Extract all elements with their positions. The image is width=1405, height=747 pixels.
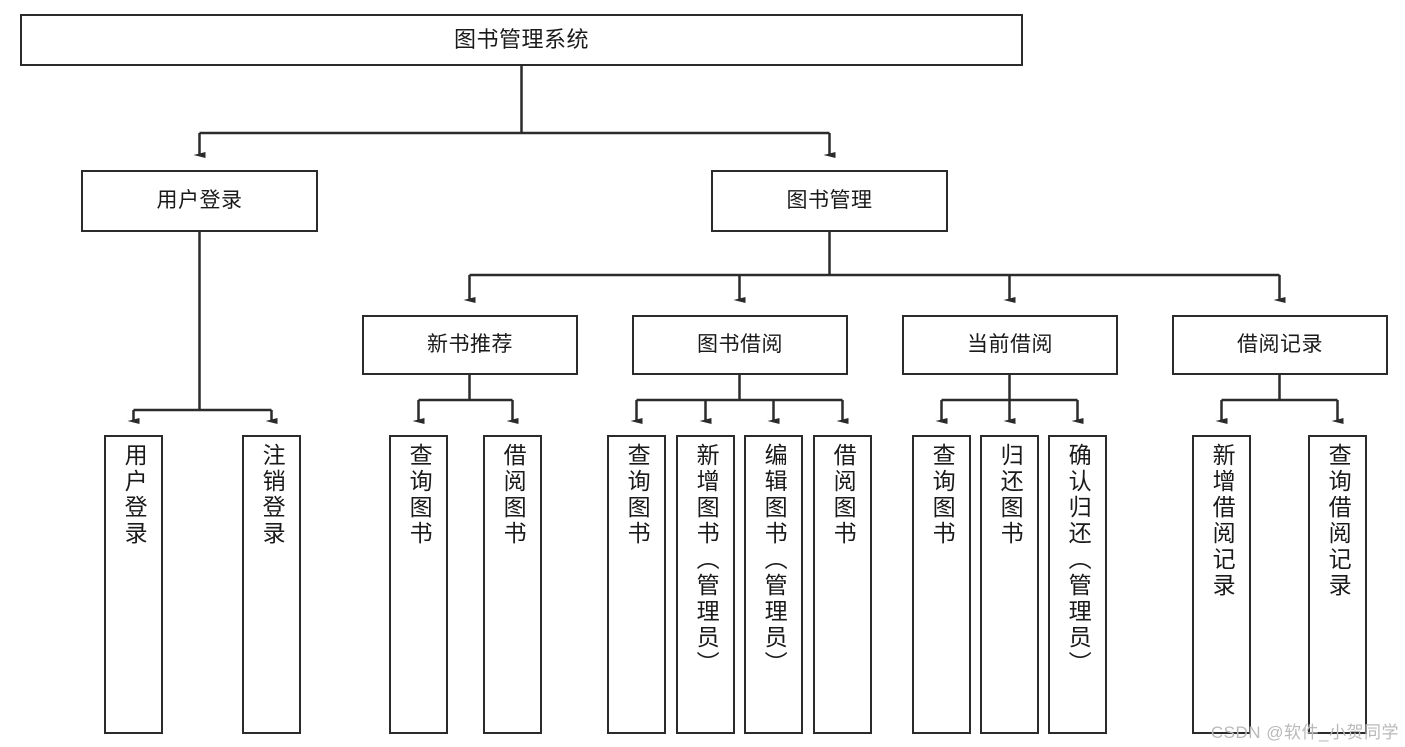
node-leaf-return-book-label: 归还图书 <box>997 443 1024 547</box>
node-leaf-edit-book[interactable]: 编辑图书（管理员） <box>744 435 803 734</box>
node-book-management-label: 图书管理 <box>786 188 873 212</box>
node-book-borrow[interactable]: 图书借阅 <box>632 315 848 375</box>
node-leaf-query-book-1[interactable]: 查询图书 <box>389 435 448 734</box>
node-leaf-borrow-book-1[interactable]: 借阅图书 <box>483 435 542 734</box>
node-leaf-query-book-3-label: 查询图书 <box>929 443 956 547</box>
node-leaf-logout-login[interactable]: 注销登录 <box>242 435 301 734</box>
node-leaf-user-login-label: 用户登录 <box>121 443 148 547</box>
node-leaf-logout-login-label: 注销登录 <box>259 443 286 547</box>
node-current-borrow[interactable]: 当前借阅 <box>902 315 1118 375</box>
node-new-book-recommend[interactable]: 新书推荐 <box>362 315 578 375</box>
node-borrow-record[interactable]: 借阅记录 <box>1172 315 1388 375</box>
watermark: CSDN @软件_小贺同学 <box>1210 723 1399 742</box>
node-leaf-query-book-2-label: 查询图书 <box>624 443 651 547</box>
node-user-login[interactable]: 用户登录 <box>81 170 318 232</box>
node-new-book-recommend-label: 新书推荐 <box>427 332 513 356</box>
node-leaf-borrow-book-1-label: 借阅图书 <box>500 443 527 547</box>
node-leaf-edit-book-label: 编辑图书（管理员） <box>761 443 788 677</box>
node-leaf-confirm-return-label: 确认归还（管理员） <box>1065 443 1092 677</box>
node-leaf-query-book-1-label: 查询图书 <box>406 443 433 547</box>
node-book-management[interactable]: 图书管理 <box>711 170 948 232</box>
node-leaf-borrow-book-2[interactable]: 借阅图书 <box>813 435 872 734</box>
node-leaf-user-login[interactable]: 用户登录 <box>104 435 163 734</box>
node-root-label: 图书管理系统 <box>453 27 589 53</box>
node-root[interactable]: 图书管理系统 <box>20 14 1023 66</box>
node-leaf-query-record-label: 查询借阅记录 <box>1325 443 1352 599</box>
node-leaf-add-book-label: 新增图书（管理员） <box>693 443 720 677</box>
node-leaf-query-record[interactable]: 查询借阅记录 <box>1308 435 1367 734</box>
node-leaf-query-book-3[interactable]: 查询图书 <box>912 435 971 734</box>
node-leaf-borrow-book-2-label: 借阅图书 <box>830 443 857 547</box>
node-leaf-add-record-label: 新增借阅记录 <box>1209 443 1236 599</box>
node-leaf-add-record[interactable]: 新增借阅记录 <box>1192 435 1251 734</box>
node-leaf-query-book-2[interactable]: 查询图书 <box>607 435 666 734</box>
node-current-borrow-label: 当前借阅 <box>967 332 1053 356</box>
node-borrow-record-label: 借阅记录 <box>1237 332 1323 356</box>
node-book-borrow-label: 图书借阅 <box>697 332 783 356</box>
node-leaf-return-book[interactable]: 归还图书 <box>980 435 1039 734</box>
node-user-login-label: 用户登录 <box>156 188 243 212</box>
node-leaf-confirm-return[interactable]: 确认归还（管理员） <box>1048 435 1107 734</box>
node-leaf-add-book[interactable]: 新增图书（管理员） <box>676 435 735 734</box>
